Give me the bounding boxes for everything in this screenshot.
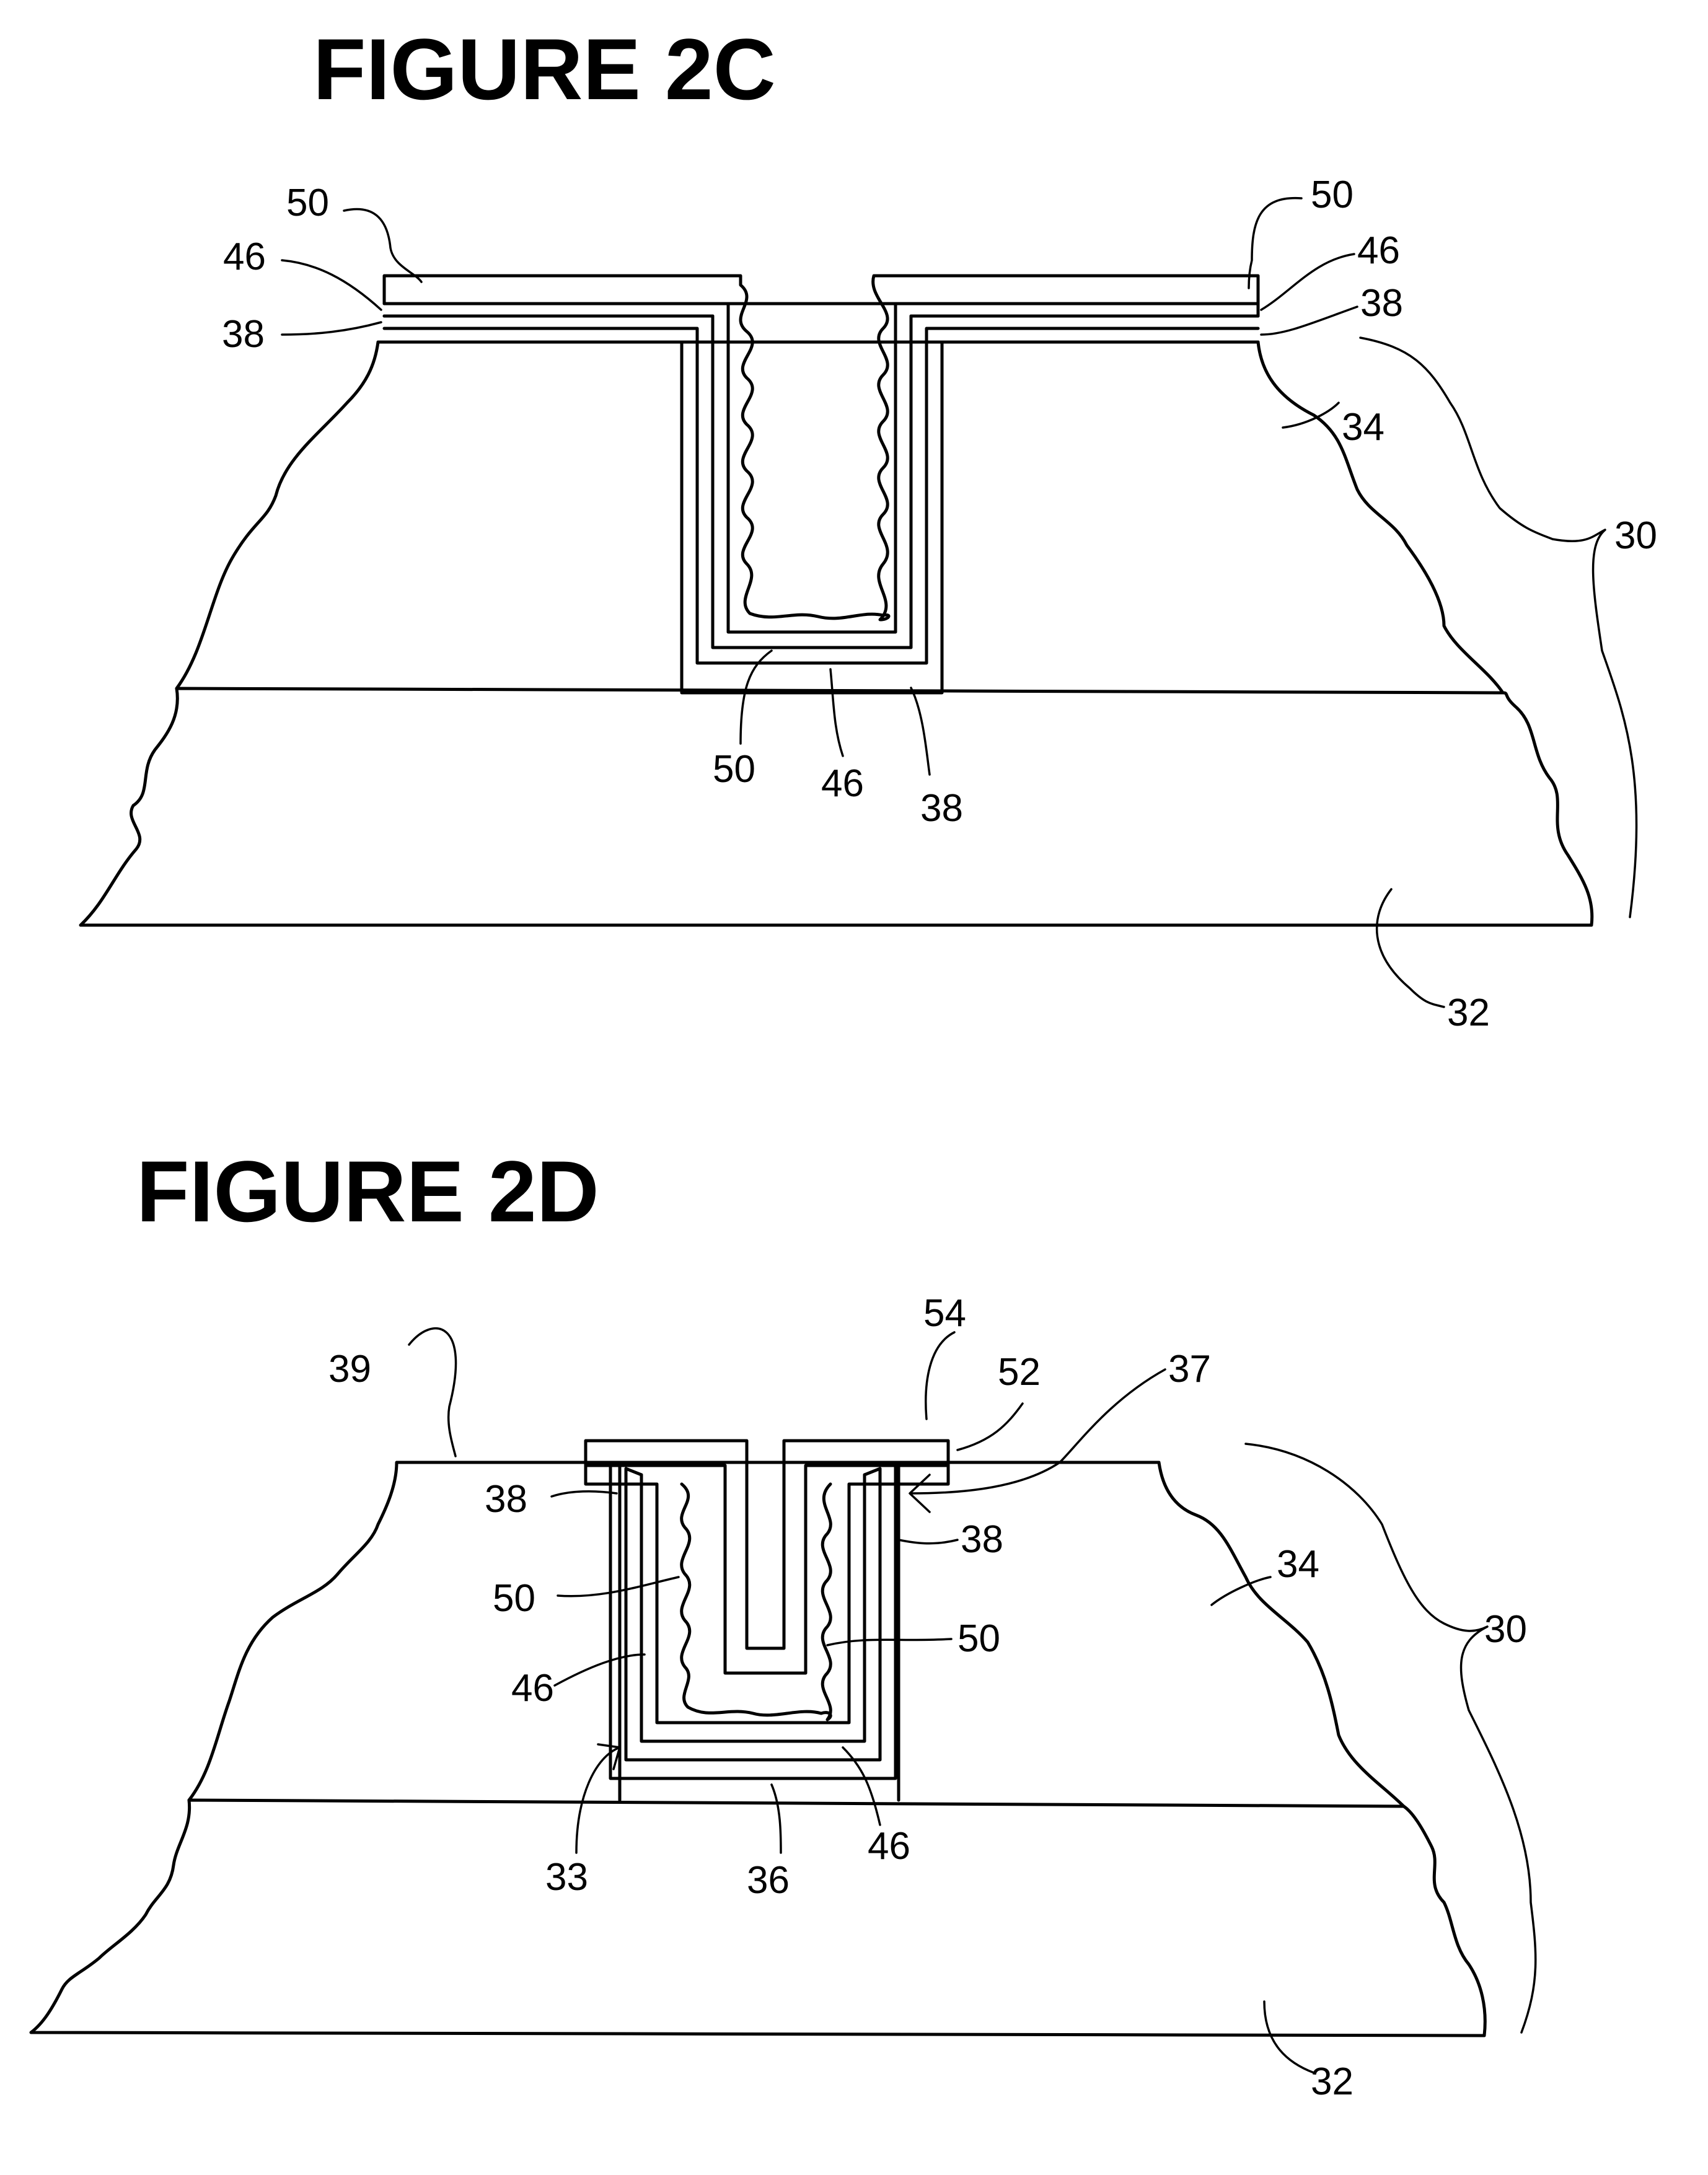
label-37-2d: 37 <box>1168 1348 1211 1391</box>
trench-wall-2d <box>618 1461 900 1802</box>
dielectric-34-outline-2c <box>175 340 1505 695</box>
label-52-2d: 52 <box>998 1351 1041 1394</box>
leader-36-2d <box>770 1783 782 1854</box>
label-38-left-2d: 38 <box>485 1478 527 1521</box>
leader-37-arrowhead-2d <box>909 1474 931 1513</box>
leader-30-bracket-2d <box>1244 1443 1537 2034</box>
leader-52-2d <box>956 1402 1024 1451</box>
leader-54-2d <box>925 1331 956 1420</box>
label-50-bottom-2c: 50 <box>713 748 755 791</box>
label-30-2d: 30 <box>1484 1608 1527 1651</box>
label-46-bottom-2d: 46 <box>868 1825 910 1868</box>
leader-38-left-2d <box>550 1490 618 1498</box>
leader-46-left-2d <box>553 1653 646 1687</box>
leader-33-arrow-2d <box>575 1746 621 1854</box>
leader-38-bottom-2c <box>910 687 931 776</box>
layer-46-2d <box>640 1473 866 1743</box>
label-38-left-2c: 38 <box>222 313 265 356</box>
label-32-2d: 32 <box>1311 2060 1354 2103</box>
leader-30-bracket-2c <box>1359 336 1638 918</box>
leader-32-2c <box>1375 888 1445 1008</box>
label-38-right-2c: 38 <box>1360 282 1403 325</box>
label-34-2d: 34 <box>1277 1543 1319 1586</box>
label-50-right-2d: 50 <box>957 1617 1000 1660</box>
layer-50-2d <box>680 1482 832 1721</box>
leader-50-left-2d <box>557 1576 680 1597</box>
layer-52-2d <box>584 1464 950 1725</box>
label-46-left-2c: 46 <box>223 235 266 278</box>
label-46-right-2c: 46 <box>1357 229 1400 272</box>
leader-46-left-2c <box>281 259 382 311</box>
leader-50-left-2c <box>343 208 423 283</box>
label-30-2c: 30 <box>1614 514 1657 557</box>
leader-34-2c <box>1282 402 1340 429</box>
leader-38-right-2d <box>897 1539 959 1545</box>
label-46-left-2d: 46 <box>511 1667 554 1710</box>
layer-38-2c <box>382 314 1260 695</box>
label-32-2c: 32 <box>1447 991 1490 1034</box>
leader-50-bottom-2c <box>739 649 773 745</box>
layer-46-2c <box>382 302 1260 649</box>
label-34-2c: 34 <box>1342 406 1384 449</box>
figure-2d-title: FIGURE 2D <box>136 1143 599 1240</box>
figure-2c-diagram: 50 50 46 46 38 38 34 30 50 46 38 32 <box>79 174 1657 1034</box>
label-50-left-2c: 50 <box>286 182 329 224</box>
leader-50-right-2c <box>1248 196 1303 289</box>
leader-34-2d <box>1210 1576 1272 1606</box>
label-46-bottom-2c: 46 <box>821 762 864 805</box>
leader-46-bottom-2d <box>842 1746 881 1826</box>
leader-50-right-2d <box>826 1638 953 1646</box>
label-50-left-2d: 50 <box>493 1577 535 1620</box>
figure-2d-diagram: 54 52 37 39 38 38 34 50 50 46 30 33 36 4… <box>29 1292 1537 2103</box>
label-50-right-2c: 50 <box>1311 174 1354 216</box>
label-36-2d: 36 <box>747 1859 790 1902</box>
leader-38-left-2c <box>281 321 382 336</box>
substrate-32-outline-2d <box>29 1798 1487 2037</box>
layer-50-2c <box>382 274 1260 622</box>
label-33-2d: 33 <box>545 1856 588 1899</box>
leader-39-2d <box>408 1327 457 1457</box>
label-39-2d: 39 <box>328 1348 371 1391</box>
label-38-right-2d: 38 <box>961 1518 1003 1561</box>
leader-32-2d <box>1263 2000 1315 2074</box>
dielectric-34-outline-2d <box>187 1461 1406 1808</box>
leader-33-arrowhead-2d <box>597 1743 621 1770</box>
substrate-32-outline-2c <box>79 687 1594 927</box>
label-38-bottom-2c: 38 <box>920 787 963 830</box>
leader-46-bottom-2c <box>829 668 844 757</box>
figure-2c-title: FIGURE 2C <box>313 20 776 118</box>
leader-37-arrow-2d <box>910 1368 1166 1495</box>
leader-46-right-2c <box>1260 253 1355 311</box>
layer-38-2d <box>609 1464 897 1780</box>
leader-38-right-2c <box>1260 305 1358 336</box>
label-54-2d: 54 <box>923 1292 966 1335</box>
